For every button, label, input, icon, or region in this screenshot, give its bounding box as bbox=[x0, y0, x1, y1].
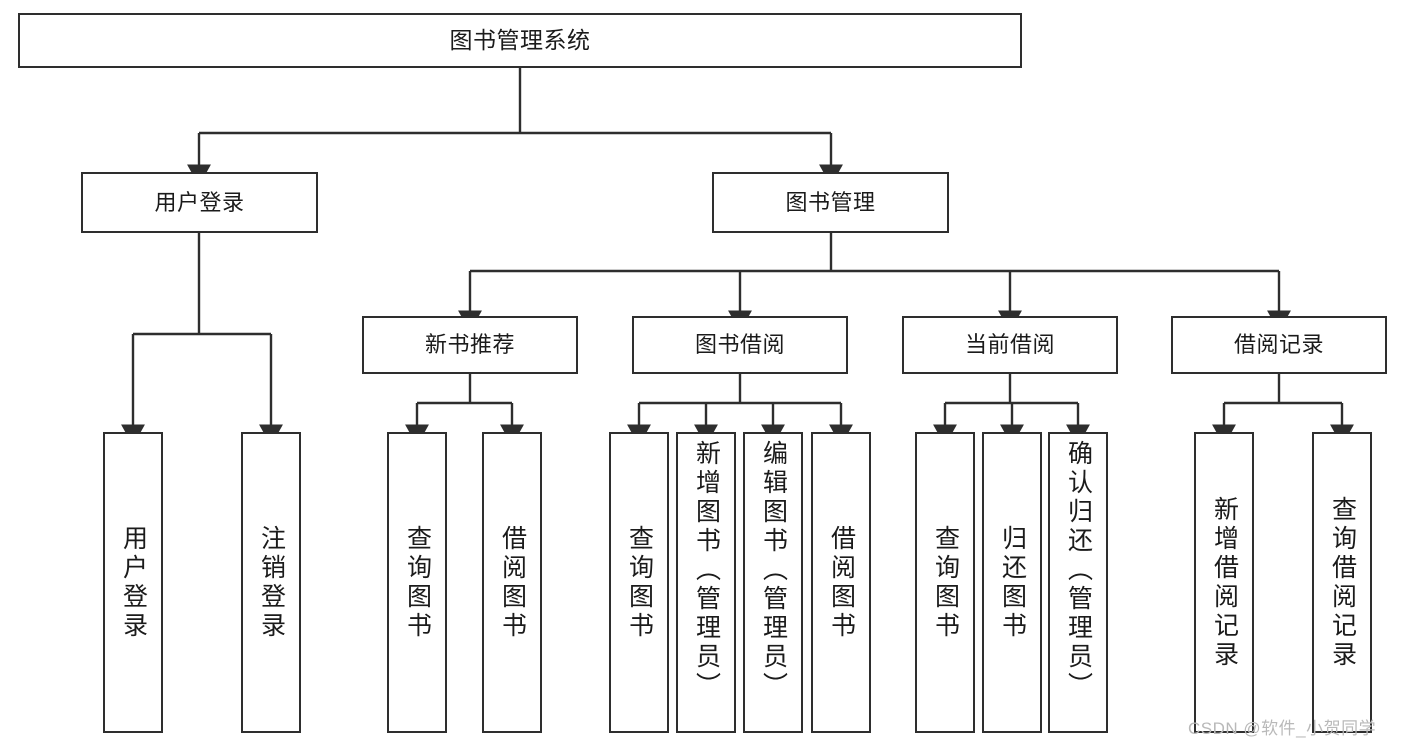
node-book-manage-label: 图书管理 bbox=[785, 189, 876, 215]
leaf-query-book-3[interactable]: 查询图书 bbox=[915, 432, 975, 733]
node-borrow-record-label: 借阅记录 bbox=[1233, 332, 1324, 358]
leaf-borrow-book-2[interactable]: 借阅图书 bbox=[811, 432, 871, 733]
csdn-watermark: CSDN @软件_小贺同学 bbox=[1188, 719, 1377, 738]
leaf-add-book-label: 新增图书（管理员） bbox=[692, 440, 721, 701]
leaf-query-book-2[interactable]: 查询图书 bbox=[609, 432, 669, 733]
node-book-borrow-label: 图书借阅 bbox=[694, 332, 785, 358]
leaf-logout-login[interactable]: 注销登录 bbox=[241, 432, 301, 733]
leaf-add-record[interactable]: 新增借阅记录 bbox=[1194, 432, 1254, 733]
leaf-add-record-label: 新增借阅记录 bbox=[1210, 495, 1239, 670]
leaf-query-record-label: 查询借阅记录 bbox=[1328, 495, 1357, 670]
leaf-borrow-book-1[interactable]: 借阅图书 bbox=[482, 432, 542, 733]
leaf-logout-login-label: 注销登录 bbox=[257, 524, 286, 641]
leaf-borrow-book-1-label: 借阅图书 bbox=[498, 524, 527, 641]
node-borrow-record[interactable]: 借阅记录 bbox=[1171, 316, 1387, 374]
node-book-manage[interactable]: 图书管理 bbox=[712, 172, 949, 233]
leaf-query-book-1[interactable]: 查询图书 bbox=[387, 432, 447, 733]
node-current-borrow[interactable]: 当前借阅 bbox=[902, 316, 1118, 374]
leaf-user-login-label: 用户登录 bbox=[119, 524, 148, 641]
node-new-book-recommend[interactable]: 新书推荐 bbox=[362, 316, 578, 374]
node-user-login[interactable]: 用户登录 bbox=[81, 172, 318, 233]
node-new-book-recommend-label: 新书推荐 bbox=[424, 332, 515, 358]
leaf-confirm-return-label: 确认归还（管理员） bbox=[1064, 440, 1093, 701]
leaf-confirm-return[interactable]: 确认归还（管理员） bbox=[1048, 432, 1108, 733]
node-book-borrow[interactable]: 图书借阅 bbox=[632, 316, 848, 374]
leaf-return-book[interactable]: 归还图书 bbox=[982, 432, 1042, 733]
leaf-borrow-book-2-label: 借阅图书 bbox=[827, 524, 856, 641]
leaf-query-record[interactable]: 查询借阅记录 bbox=[1312, 432, 1372, 733]
leaf-query-book-1-label: 查询图书 bbox=[403, 524, 432, 641]
node-current-borrow-label: 当前借阅 bbox=[964, 332, 1055, 358]
node-root[interactable]: 图书管理系统 bbox=[18, 13, 1022, 68]
leaf-query-book-3-label: 查询图书 bbox=[931, 524, 960, 641]
leaf-user-login[interactable]: 用户登录 bbox=[103, 432, 163, 733]
leaf-return-book-label: 归还图书 bbox=[998, 524, 1027, 641]
leaf-edit-book[interactable]: 编辑图书（管理员） bbox=[743, 432, 803, 733]
leaf-query-book-2-label: 查询图书 bbox=[625, 524, 654, 641]
leaf-add-book[interactable]: 新增图书（管理员） bbox=[676, 432, 736, 733]
node-user-login-label: 用户登录 bbox=[154, 189, 245, 215]
leaf-edit-book-label: 编辑图书（管理员） bbox=[759, 440, 788, 701]
node-root-label: 图书管理系统 bbox=[449, 27, 591, 54]
